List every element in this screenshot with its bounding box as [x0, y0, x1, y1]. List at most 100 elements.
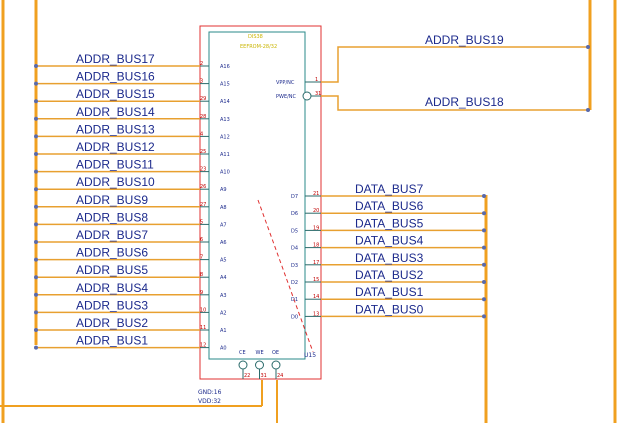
pin-name: A6	[220, 240, 227, 246]
inversion-bubble	[255, 360, 264, 370]
junction-dot	[34, 134, 38, 139]
junction-dot	[34, 292, 38, 297]
data-net-label: DATA_BUS2	[355, 268, 424, 282]
pin-number: 15	[313, 277, 319, 283]
address-net-label: ADDR_BUS8	[76, 210, 148, 224]
pin-number: 5	[200, 219, 203, 225]
pin-number: 10	[200, 307, 206, 313]
data-net-label: DATA_BUS5	[355, 216, 424, 230]
address-net-label: ADDR_BUS1	[76, 334, 148, 348]
pin-name: A3	[220, 293, 227, 299]
junction-dot	[34, 275, 38, 280]
pin-number: 20	[313, 208, 319, 214]
address-net-label: ADDR_BUS7	[76, 228, 148, 242]
eeprom-chip[interactable]: DIS38 EEFROM-28/32 U15 GND:16 VDD:32	[198, 25, 322, 405]
pin-name: D3	[291, 263, 298, 269]
junction-dot	[34, 328, 38, 332]
address-net-label: ADDR_BUS2	[76, 316, 148, 330]
pin-number: 3	[200, 79, 203, 85]
junction-dot	[34, 310, 38, 315]
data-net-label: DATA_BUS7	[355, 182, 424, 196]
pin-number: 13	[313, 311, 319, 317]
junction-dot	[482, 262, 486, 267]
power-gnd-label: GND:16	[198, 389, 222, 396]
data-net-label: DATA_BUS3	[355, 251, 424, 265]
junction-dot	[482, 228, 486, 233]
address-net-label: ADDR_BUS15	[76, 87, 155, 101]
address-net-label: ADDR_BUS12	[76, 140, 155, 154]
pin-name: PWE/NC	[276, 94, 297, 100]
junction-dot	[482, 280, 486, 284]
pin-name: D0	[291, 314, 298, 320]
upper-net-label-top: ADDR_BUS19	[425, 33, 504, 47]
pin-number: 28	[200, 114, 206, 120]
inversion-bubble	[302, 91, 312, 101]
pin-number: 27	[200, 202, 206, 208]
pin-number: 21	[313, 191, 319, 197]
pin-name: A16	[220, 64, 230, 70]
pin-number: 14	[313, 294, 319, 300]
junction-dot	[586, 108, 590, 112]
pin-name: D5	[291, 228, 298, 234]
junction-dot	[34, 204, 38, 209]
pin-number: 25	[200, 149, 206, 155]
pin-name: A0	[220, 346, 227, 352]
pin-name: A9	[220, 187, 227, 193]
address-net-label: ADDR_BUS16	[76, 70, 155, 84]
power-vdd-label: VDD:32	[198, 398, 221, 405]
annotation-dashed-line	[257, 199, 314, 353]
pin-number: 17	[313, 260, 319, 266]
pin-number: 7	[200, 255, 203, 261]
chip-refdes: U15	[304, 352, 316, 359]
junction-dot	[482, 297, 486, 302]
pin-number: 18	[313, 243, 319, 249]
junction-dot	[482, 194, 486, 198]
pin-name: D6	[291, 211, 298, 217]
pin-name: D7	[291, 194, 298, 200]
pin-name: A15	[220, 82, 230, 88]
pin-number: 31	[315, 91, 321, 97]
pin-number: 12	[200, 343, 206, 349]
upper-wire-top	[321, 46, 590, 83]
pin-number: 1	[315, 77, 318, 83]
pin-number: 24	[277, 373, 283, 379]
junction-dot	[34, 240, 38, 244]
junction-dot	[34, 169, 38, 174]
address-net-label: ADDR_BUS3	[76, 298, 148, 312]
pin-number: 6	[200, 237, 203, 243]
inversion-bubble	[238, 360, 248, 370]
upper-wire-bottom	[321, 95, 590, 111]
junction-dot	[482, 245, 486, 250]
junction-dot	[34, 116, 38, 121]
address-net-label: ADDR_BUS4	[76, 281, 148, 295]
pin-name: A2	[220, 310, 227, 316]
pin-number: 29	[200, 96, 206, 102]
address-net-label: ADDR_BUS14	[76, 105, 155, 119]
upper-net-label-bottom: ADDR_BUS18	[425, 95, 504, 109]
pin-number: 9	[200, 290, 203, 296]
pin-name: A8	[220, 205, 227, 211]
chip-outline	[199, 25, 322, 380]
address-net-label: ADDR_BUS5	[76, 263, 148, 277]
pin-name: A12	[220, 134, 230, 140]
junction-dot	[34, 345, 38, 350]
junction-dot	[34, 257, 38, 262]
data-net-label: DATA_BUS6	[355, 199, 424, 213]
address-net-label: ADDR_BUS6	[76, 246, 148, 260]
data-net-label: DATA_BUS1	[355, 285, 424, 299]
pin-number: 8	[200, 272, 203, 278]
address-net-label: ADDR_BUS9	[76, 193, 148, 207]
junction-dot	[482, 314, 486, 319]
junction-dot	[34, 99, 38, 104]
junction-dot	[34, 187, 38, 192]
pin-name: CE	[239, 350, 246, 356]
pin-name: A10	[220, 170, 230, 176]
chip-title-line1: DIS38	[248, 34, 263, 40]
pin-name: A13	[220, 117, 230, 123]
chip-title-line2: EEFROM-28/32	[240, 44, 277, 50]
